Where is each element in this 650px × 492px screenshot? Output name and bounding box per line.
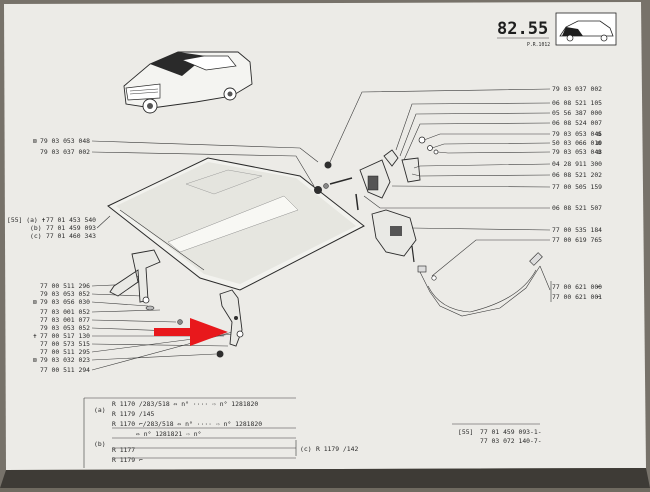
part-number: 77 00 517 130 [40,332,90,340]
part-number: 77 00 621 000 [552,283,602,291]
left-part-list: ⊠ 79 03 053 048 79 03 037 002 [55] (a) ✝… [7,137,96,374]
car-overview-icon [123,51,253,114]
footnote-text: R 1170 ⌐/283/518 ⇔ n° ···· ⇨ n° 1281820 [112,420,262,428]
footnote-label: (b) [94,440,106,448]
part-number: 77 01 459 093 [46,224,96,232]
highlight-arrow-icon [154,318,228,346]
part-number: 79 03 037 002 [552,85,602,93]
part-suffix: ⊠ [597,139,601,147]
part-number: 79 03 053 045 [552,130,602,138]
footnote-text: ⇔ n° 1281821 ⇨ n° [136,430,201,438]
footnote-text: R 1170 /283/518 ⇔ n° ···· ⇨ n° 1281820 [112,400,258,408]
left-hinge [109,249,161,311]
page-code: P.R.1012 [527,42,550,48]
part-prefix: [55] (a) ✝ [7,216,46,224]
part-number: 79 03 053 052 [40,290,90,298]
footnote-text: 77 01 459 093-1- [480,428,542,436]
footnote-text: R 1179 /145 [112,410,154,418]
part-suffix: ⊠ [597,148,601,156]
part-number: 06 08 521 202 [552,171,602,179]
part-number: 77 00 535 184 [552,226,602,234]
part-number: 77 00 621 001 [552,293,602,301]
footnote-label: (a) [94,406,106,414]
part-number: 79 03 037 002 [40,148,90,156]
footnote-label: [55] [458,428,473,436]
part-number: 04 28 911 300 [552,160,602,168]
part-number: 79 03 056 030 [40,298,90,306]
footnote-text: 77 03 072 140-7- [480,437,542,445]
right-leader-lines [329,88,551,291]
part-prefix: (b) [30,224,42,232]
release-cable [417,252,543,317]
part-number: 77 00 511 296 [40,282,90,290]
footnote-text: R 1179 ⌐ [112,456,143,464]
part-number: 79 03 053 043 [552,148,602,156]
part-prefix: ⊠ [33,356,37,364]
part-prefix: ⊠ [33,137,37,145]
part-number: 77 00 511 294 [40,366,90,374]
part-number: 05 56 387 000 [552,109,602,117]
part-number: 79 03 053 052 [40,324,90,332]
part-number: 77 01 453 540 [46,216,96,224]
footnote-table: (a) R 1170 /283/518 ⇔ n° ···· ⇨ n° 12818… [83,397,542,468]
part-prefix: (c) [30,232,42,240]
part-prefix: ✝ [33,332,37,340]
bonnet-latch-assembly [314,136,439,263]
header-car-thumbnail-icon [555,12,617,46]
part-number: 06 08 524 007 [552,119,602,127]
part-number: 77 00 573 515 [40,340,90,348]
part-number: 77 03 001 052 [40,308,90,316]
part-number: 77 00 511 295 [40,348,90,356]
part-number: 77 00 505 159 [552,183,602,191]
bonnet-panel [107,157,365,291]
part-number: 79 03 053 048 [40,137,90,145]
right-hinge-bracket [177,289,244,358]
page-number: 82.55 [497,19,548,39]
right-part-list: 79 03 037 002 06 08 521 105 05 56 387 00… [550,85,602,302]
footnote-text: R 1177 [112,446,135,454]
footnote-label: (c) [300,445,312,453]
part-number: 50 03 066 010 [552,139,602,147]
part-prefix: ⊠ [33,298,37,306]
part-suffix: ⌐ [597,283,601,291]
part-number: 06 08 521 507 [552,204,602,212]
part-number: 77 01 460 343 [46,232,96,240]
part-suffix: ⌐ [597,293,601,301]
part-number: 06 08 521 105 [552,99,602,107]
part-number: 77 03 001 077 [40,316,90,324]
footnote-text: R 1179 /142 [316,445,358,453]
part-number: 79 03 032 023 [40,356,90,364]
part-number: 77 00 619 765 [552,236,602,244]
part-suffix: ⊠ [597,130,601,138]
